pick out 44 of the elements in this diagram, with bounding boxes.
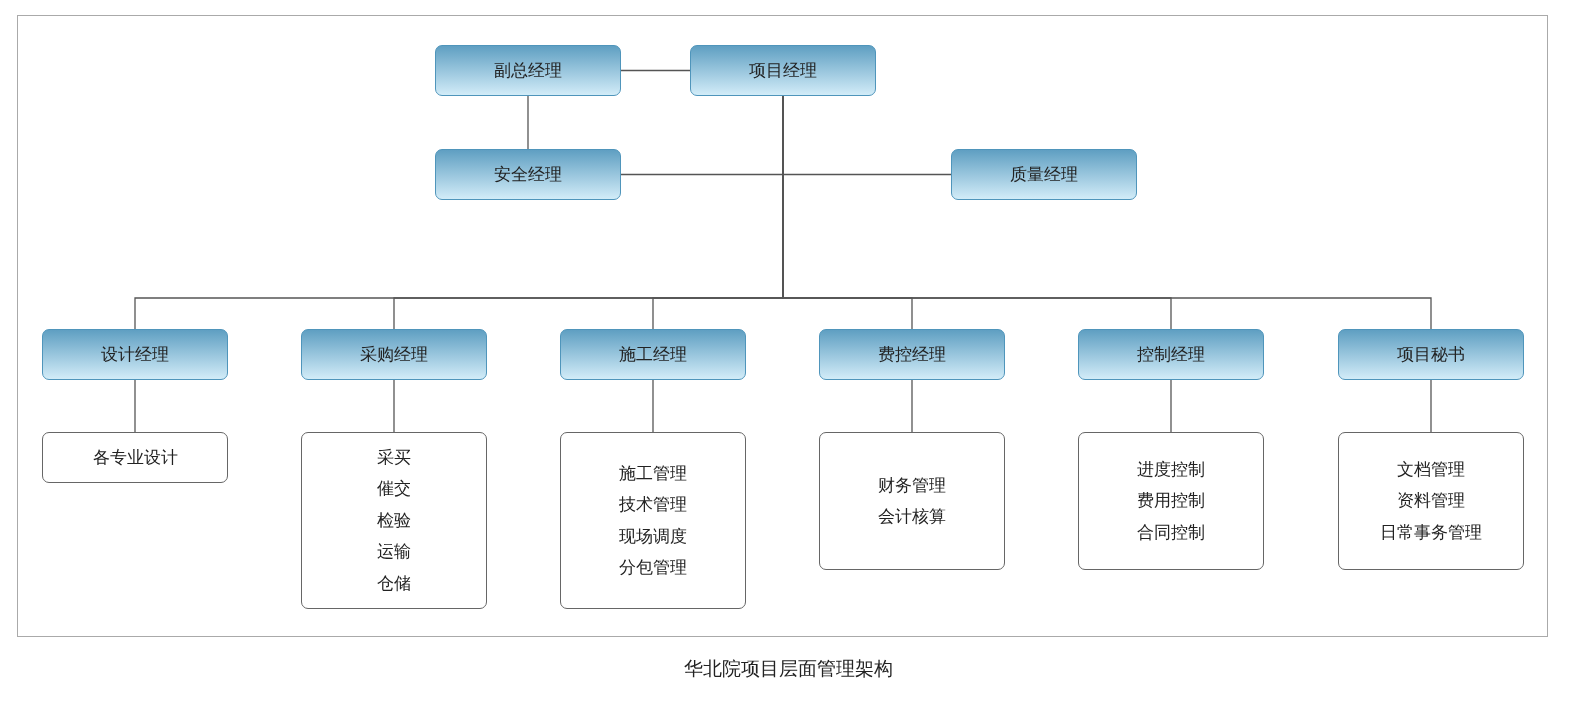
duty-text: 费用控制 — [1137, 489, 1205, 513]
duty-text: 采买 — [377, 445, 411, 469]
duty-text: 运输 — [377, 540, 411, 564]
duty-text: 资料管理 — [1397, 489, 1465, 513]
connector-line — [393, 379, 395, 433]
duty-text: 技术管理 — [619, 493, 687, 516]
duty-text: 会计核算 — [878, 505, 946, 528]
duty-text: 财务管理 — [878, 473, 946, 497]
duty-box — [819, 432, 1005, 570]
duty-text: 检验 — [377, 508, 411, 532]
role-box: 项目经理 — [690, 45, 876, 96]
duty-box — [1338, 432, 1524, 570]
duty-box — [560, 432, 746, 609]
duty-box — [42, 432, 228, 483]
duty-text: 文档管理 — [1397, 457, 1465, 481]
connector-line — [1170, 379, 1172, 433]
connector-line — [620, 173, 952, 176]
role-box: 设计经理 — [42, 329, 228, 380]
duty-text: 各专业设计 — [92, 445, 178, 469]
connector-line — [911, 379, 913, 433]
role-box: 控制经理 — [1078, 329, 1264, 380]
duty-box — [301, 432, 487, 609]
connector-line — [134, 379, 136, 433]
duty-text: 催交 — [377, 477, 411, 501]
role-box: 安全经理 — [435, 149, 621, 200]
duty-text: 仓储 — [377, 571, 411, 595]
duty-text: 分包管理 — [619, 556, 687, 579]
connector-line — [652, 379, 654, 433]
duty-text: 进度控制 — [1137, 457, 1205, 481]
role-box: 质量经理 — [951, 149, 1137, 200]
connector-line — [620, 69, 691, 72]
role-box: 采购经理 — [301, 329, 487, 380]
connector-line — [527, 95, 529, 150]
connector-line — [1430, 379, 1432, 433]
role-box: 费控经理 — [819, 329, 1005, 380]
caption: 华北院项目层面管理架构 — [684, 656, 893, 681]
duty-box — [1078, 432, 1264, 570]
duty-text: 合同控制 — [1137, 520, 1205, 544]
role-box: 施工经理 — [560, 329, 746, 380]
duty-text: 施工管理 — [619, 461, 687, 485]
role-box: 副总经理 — [435, 45, 621, 96]
duty-text: 日常事务管理 — [1380, 520, 1482, 544]
duty-text: 现场调度 — [619, 524, 687, 548]
role-box: 项目秘书 — [1338, 329, 1524, 380]
